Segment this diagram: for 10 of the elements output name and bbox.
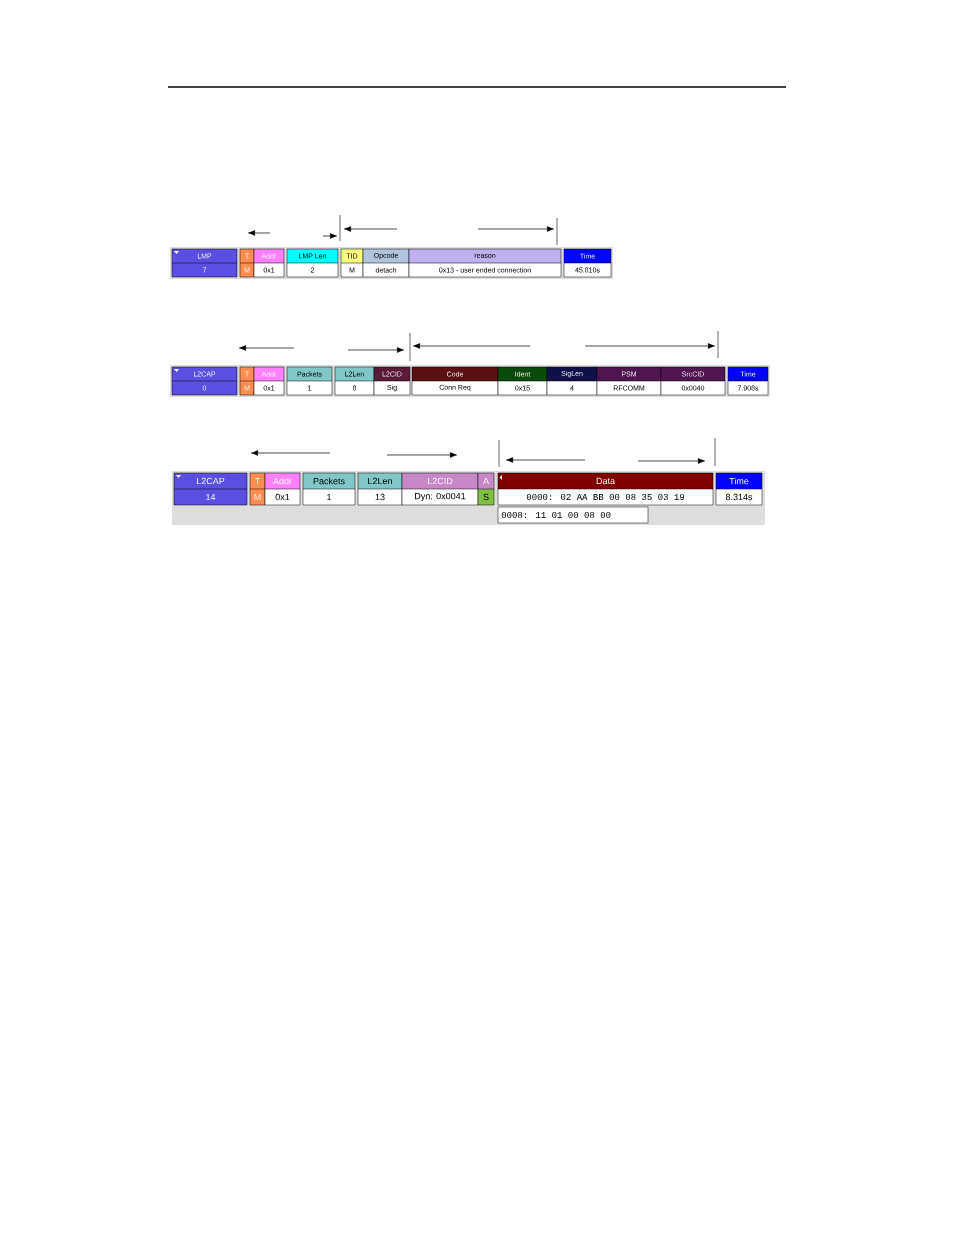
field-cell: A S <box>477 472 495 506</box>
field-cell: Packets 1 <box>302 472 356 506</box>
field-cell: L2Len 13 <box>357 472 403 506</box>
field-cell: Data 0000: 02 AA BB 00 08 35 03 19 <box>497 472 714 506</box>
field-cell: Time 8.314s <box>715 472 763 506</box>
field-cell: L2CID Dyn: 0x0041 <box>401 472 479 506</box>
field-cell: T M <box>249 472 266 506</box>
field-cell: 0008: 11 01 00 08 00 <box>497 506 649 524</box>
field-cell: L2CAP 14 <box>173 472 248 506</box>
field-cell: Addr 0x1 <box>264 472 301 506</box>
